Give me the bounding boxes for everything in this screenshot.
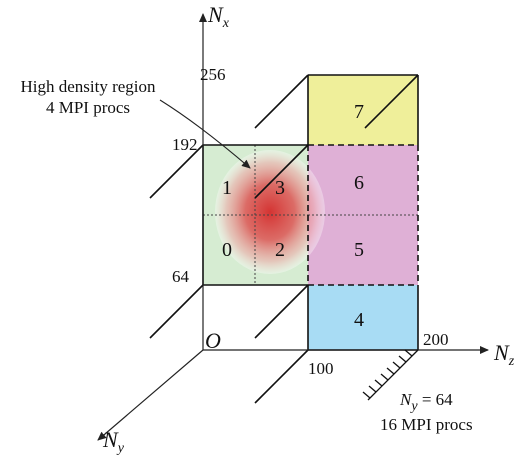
- cell-label-4: 4: [354, 309, 364, 331]
- tick-x-256: 256: [200, 65, 226, 84]
- high-density-label: High density region: [20, 77, 156, 96]
- tick-z-200: 200: [423, 330, 449, 349]
- depth-lines: [149, 74, 419, 404]
- y-axis-label: Ny: [102, 427, 125, 456]
- mpi-procs-label: 16 MPI procs: [380, 415, 473, 434]
- z-axis-label: Nz: [493, 340, 515, 369]
- cell-label-7: 7: [354, 101, 364, 123]
- cell-7-block: [308, 75, 418, 145]
- cell-5-6-block: [308, 145, 418, 285]
- tick-z-100: 100: [308, 359, 334, 378]
- axes: [97, 13, 489, 441]
- ny-equals-label: Ny = 64: [399, 390, 453, 414]
- cell-label-6: 6: [354, 172, 364, 194]
- y-axis-line: [97, 349, 204, 441]
- density-pointer-arrow: [159, 99, 251, 169]
- x-axis-label: Nx: [207, 2, 230, 31]
- cell-label-3: 3: [275, 177, 285, 199]
- cell-label-0: 0: [222, 239, 232, 261]
- dashed-outlines: [307, 144, 419, 286]
- cell-label-5: 5: [354, 239, 364, 261]
- tick-x-192: 192: [172, 135, 198, 154]
- high-density-region: [215, 150, 325, 274]
- origin-label: O: [205, 328, 221, 353]
- cell-label-2: 2: [275, 239, 285, 261]
- cell-4-block: [308, 285, 418, 350]
- cell-label-1: 1: [222, 177, 232, 199]
- hatched-wall: [362, 349, 419, 401]
- tick-x-64: 64: [172, 267, 190, 286]
- high-density-procs-label: 4 MPI procs: [46, 98, 130, 117]
